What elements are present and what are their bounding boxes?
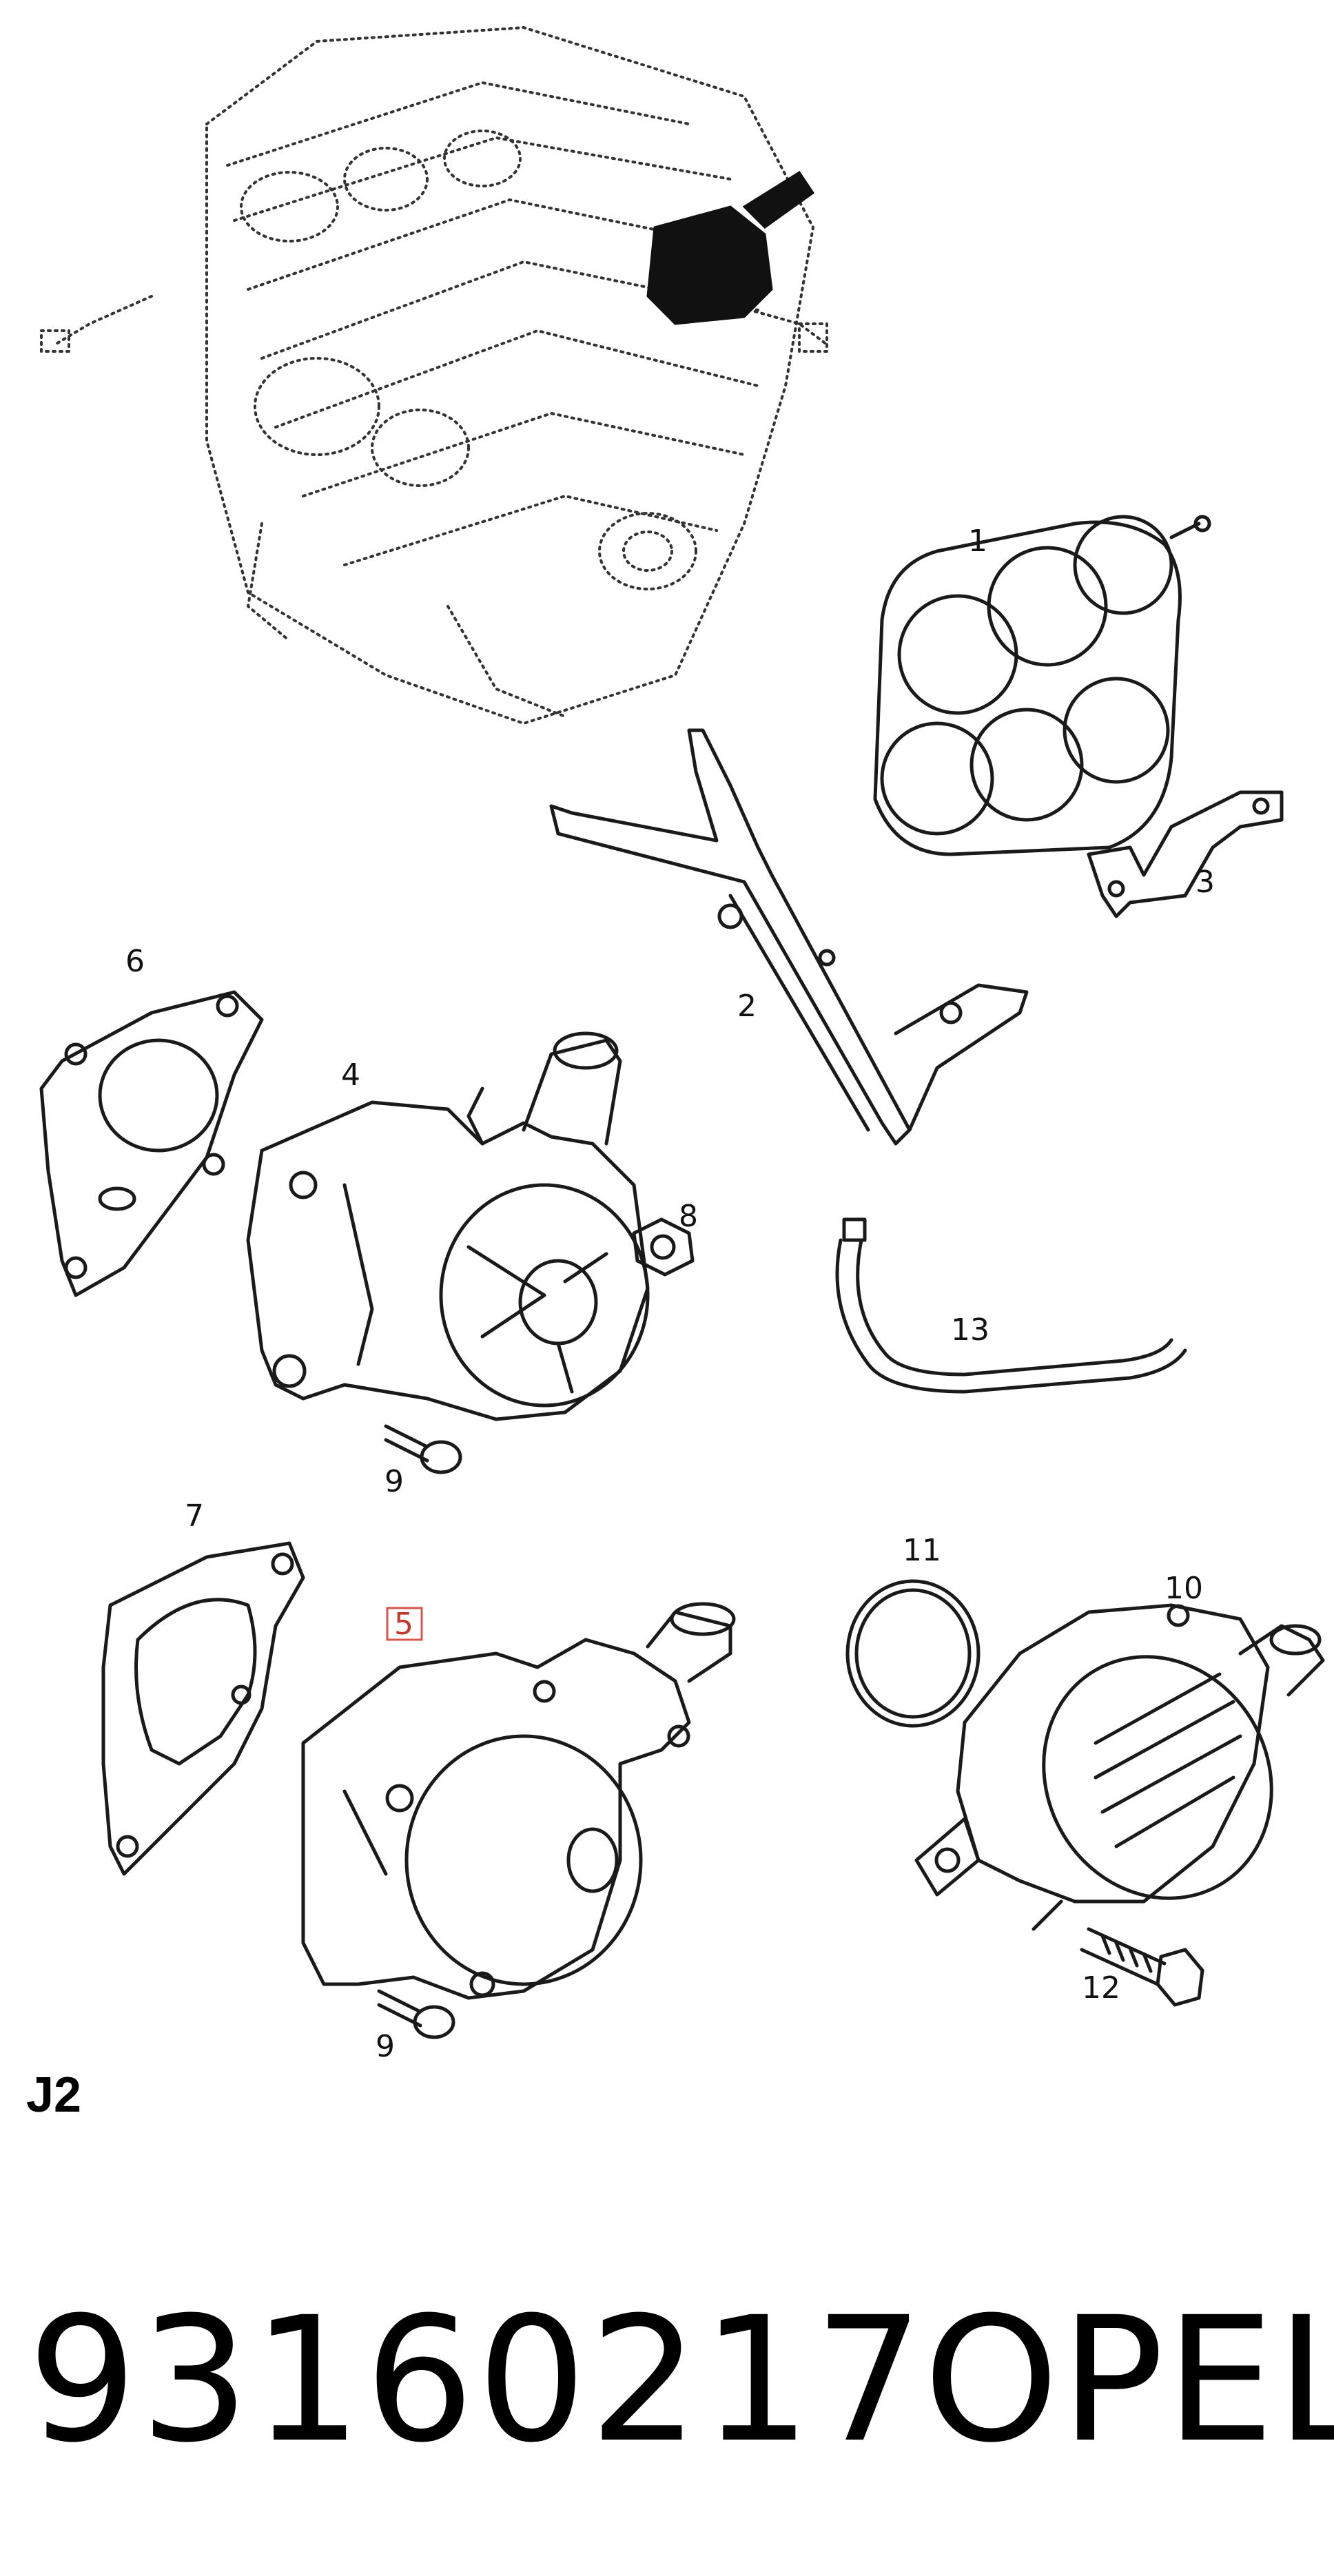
part-8-nut (632, 1217, 695, 1277)
part-2-bracket (549, 728, 1029, 1146)
part-7-gasket (101, 1541, 305, 1876)
callout-10: 10 (1164, 1571, 1203, 1606)
part-9-bolt-upper (384, 1424, 462, 1474)
callout-4: 4 (341, 1058, 360, 1093)
callout-3: 3 (1196, 865, 1215, 900)
callout-6: 6 (125, 944, 145, 979)
part-1-cover (873, 515, 1211, 856)
callout-8: 8 (679, 1199, 698, 1234)
callout-1: 1 (968, 524, 987, 559)
callout-7: 7 (185, 1498, 204, 1534)
part-9-bolt-lower (377, 1989, 455, 2039)
callout-5-highlight-box (386, 1607, 423, 1641)
callout-5: 5 (394, 1607, 413, 1642)
callout-13: 13 (951, 1312, 989, 1348)
callout-11: 11 (903, 1533, 941, 1568)
callout-9-lower: 9 (376, 2029, 395, 2064)
callout-2: 2 (737, 989, 757, 1024)
part-13-hose (835, 1217, 1187, 1394)
callout-12: 12 (1082, 1970, 1120, 2006)
part-10-vacuum-pump (914, 1603, 1325, 1931)
part-3-clamp (1087, 790, 1284, 918)
callout-9-upper: 9 (384, 1464, 404, 1499)
section-code: J2 (26, 2068, 82, 2123)
part-4-vacuum-pump (246, 1031, 650, 1421)
engine-highlighted-vacuum-pump (646, 170, 815, 325)
brand-name: OPEL (923, 2280, 1334, 2480)
engine-block-outline (40, 25, 828, 725)
part-11-o-ring (845, 1579, 981, 1728)
part-6-gasket (39, 990, 264, 1297)
exploded-parts-diagram: 1 2 3 6 4 (39, 25, 1325, 2064)
part-number: 93160217 (28, 2280, 927, 2480)
part-5-vacuum-pump (301, 1602, 736, 2000)
part-12-flange-bolt (1080, 1927, 1204, 2007)
